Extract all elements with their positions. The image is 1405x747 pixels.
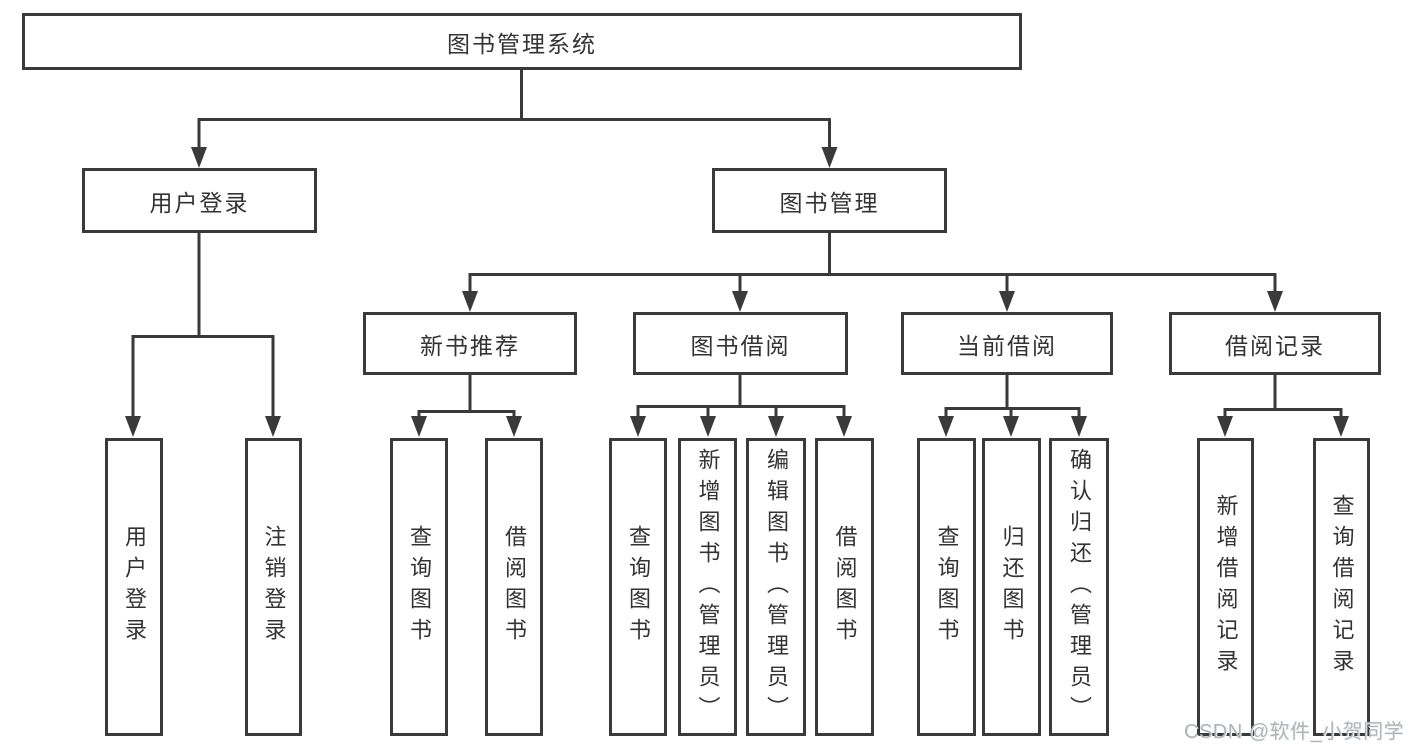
arrowhead [999, 291, 1015, 312]
arrowhead [700, 416, 716, 437]
node-label: 图书借阅 [690, 332, 791, 359]
node-label: 当前借阅 [957, 332, 1057, 359]
leaf-add-books-admin: 新增图书（管理员） [678, 438, 737, 736]
node-root-library-system: 图书管理系统 [22, 13, 1022, 70]
arrowheads [125, 147, 1349, 437]
node-book-management: 图书管理 [712, 168, 947, 233]
leaf-label: 用户登录 [122, 525, 147, 649]
leaf-label: 查询图书 [407, 525, 432, 649]
leaf-logout: 注销登录 [245, 438, 302, 736]
leaf-return-books: 归还图书 [982, 438, 1041, 736]
edge-recommend-rail [417, 410, 516, 421]
leaf-add-borrow-record: 新增借阅记录 [1197, 438, 1254, 736]
leaf-current-query-books: 查询图书 [917, 438, 976, 736]
node-label: 新书推荐 [420, 332, 520, 359]
csdn-watermark: CSDN @软件_小贺同学 [1184, 721, 1405, 743]
leaf-recommend-borrow-books: 借阅图书 [485, 438, 543, 736]
arrowhead [1217, 416, 1233, 437]
arrowhead [836, 416, 852, 437]
arrowhead [1003, 416, 1019, 437]
leaf-label: 借阅图书 [502, 525, 527, 649]
leaf-borrow-query-books: 查询图书 [609, 438, 667, 736]
node-label: 图书管理系统 [447, 30, 597, 57]
leaf-label: 注销登录 [261, 525, 287, 649]
leaf-label: 查询图书 [934, 525, 960, 649]
arrowhead [125, 416, 141, 437]
leaf-borrow-books: 借阅图书 [815, 438, 874, 736]
edge-user-login-rail [131, 335, 275, 420]
arrowhead [506, 416, 522, 437]
arrowhead [1267, 291, 1283, 312]
arrowhead [191, 147, 207, 168]
leaf-label: 确认归还（管理员） [1067, 447, 1092, 727]
leaf-recommend-query-books: 查询图书 [390, 438, 448, 736]
arrowhead [732, 291, 748, 312]
arrowhead [768, 416, 784, 437]
node-label: 借阅记录 [1225, 332, 1325, 359]
edge-records-rail [1223, 408, 1343, 421]
edge-level3-rail [468, 273, 1277, 296]
node-current-borrow: 当前借阅 [901, 312, 1113, 375]
leaf-label: 查询图书 [626, 525, 651, 649]
arrowhead [938, 416, 954, 437]
node-label: 图书管理 [779, 189, 880, 216]
node-book-borrow: 图书借阅 [633, 312, 848, 375]
node-new-book-recommend: 新书推荐 [363, 312, 577, 375]
arrowhead [265, 416, 281, 437]
edge-borrow-rail [636, 405, 846, 421]
leaf-label: 新增借阅记录 [1213, 494, 1239, 680]
edge-level2-rail [197, 118, 831, 150]
leaf-label: 归还图书 [999, 525, 1025, 649]
arrowhead [630, 416, 646, 437]
leaf-edit-books-admin: 编辑图书（管理员） [746, 438, 806, 736]
leaf-user-login: 用户登录 [105, 438, 163, 736]
arrowhead [821, 147, 838, 168]
leaf-label: 借阅图书 [832, 525, 858, 649]
arrowhead [1333, 416, 1349, 437]
arrowhead [411, 416, 427, 437]
node-label: 用户登录 [149, 189, 250, 216]
leaf-label: 查询借阅记录 [1329, 494, 1355, 680]
leaf-label: 新增图书（管理员） [695, 447, 721, 727]
leaf-confirm-return-admin: 确认归还（管理员） [1049, 438, 1109, 736]
arrowhead [1071, 416, 1087, 437]
arrowhead [462, 291, 478, 312]
node-borrow-records: 借阅记录 [1169, 312, 1381, 375]
node-user-login: 用户登录 [82, 168, 317, 233]
leaf-query-borrow-record: 查询借阅记录 [1313, 438, 1370, 736]
leaf-label: 编辑图书（管理员） [764, 447, 789, 727]
